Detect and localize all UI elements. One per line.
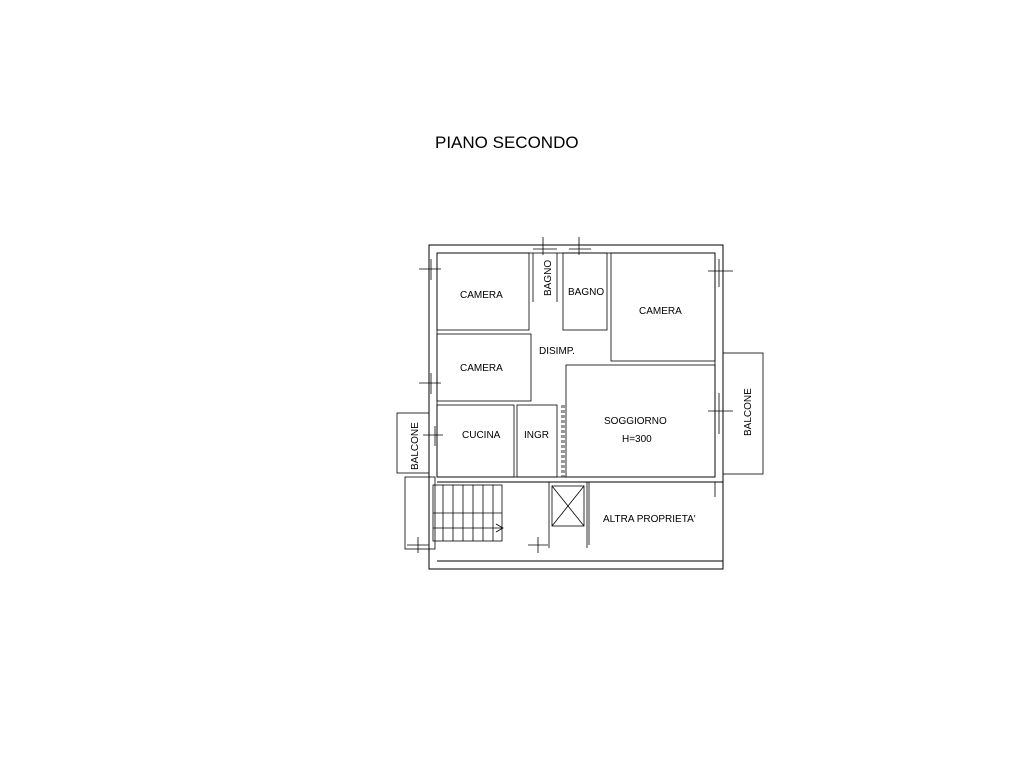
room-label-disimpegno: DISIMP. <box>539 346 575 357</box>
room-cucina: CUCINA <box>436 404 515 478</box>
room-label-ingresso: INGR <box>524 430 549 441</box>
balcony-label-right: BALCONE <box>743 388 754 436</box>
room-label-camera-top-right: CAMERA <box>639 306 682 317</box>
room-camera-top-right: CAMERA <box>610 252 716 362</box>
room-ingresso: INGR <box>516 404 558 478</box>
room-label-camera-middle-left: CAMERA <box>460 363 503 374</box>
room-bagno-small: BAGNO <box>532 253 558 302</box>
elevator-shaft <box>548 482 588 548</box>
room-label-altra-proprieta: ALTRA PROPRIETA' <box>603 514 696 525</box>
room-label-cucina: CUCINA <box>462 430 501 441</box>
windows <box>407 237 733 553</box>
balcony-left: BALCONE <box>396 412 430 474</box>
room-label-camera-top-left: CAMERA <box>460 290 503 301</box>
room-bagno: BAGNO <box>562 252 608 331</box>
room-label-soggiorno: SOGGIORNO <box>604 416 667 427</box>
room-label-bagno-small: BAGNO <box>543 260 554 296</box>
balcony-label-left: BALCONE <box>410 422 421 470</box>
stairwell <box>404 476 504 550</box>
room-label-soggiorno-height: H=300 <box>622 434 652 445</box>
room-soggiorno: SOGGIORNO H=300 <box>561 364 716 478</box>
room-camera-top-left: CAMERA <box>436 252 530 331</box>
balcony-right: BALCONE <box>722 352 764 475</box>
other-property: ALTRA PROPRIETA' <box>588 482 716 545</box>
room-camera-middle-left: CAMERA <box>436 333 532 402</box>
room-label-bagno: BAGNO <box>568 287 604 298</box>
floor-title: PIANO SECONDO <box>435 133 579 152</box>
